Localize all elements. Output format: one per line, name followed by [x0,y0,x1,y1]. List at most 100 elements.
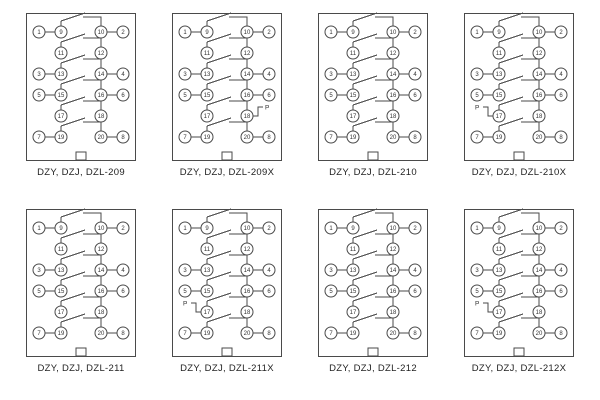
svg-text:19: 19 [58,135,65,141]
svg-text:7: 7 [183,135,187,141]
svg-text:8: 8 [559,331,563,337]
svg-text:P: P [475,301,479,308]
svg-text:20: 20 [244,135,251,141]
svg-text:4: 4 [121,268,125,274]
svg-text:18: 18 [536,114,543,120]
svg-text:13: 13 [204,72,211,78]
svg-text:9: 9 [497,30,501,36]
svg-text:5: 5 [475,93,479,99]
svg-text:14: 14 [98,72,105,78]
svg-text:10: 10 [98,30,105,36]
svg-text:16: 16 [98,93,105,99]
diagram-label-212x: DZY, DZJ, DZL-212X [471,363,567,374]
diagram-label-212: DZY, DZJ, DZL-212 [329,363,417,374]
svg-text:7: 7 [329,331,333,337]
svg-text:17: 17 [58,310,65,316]
svg-text:3: 3 [37,72,41,78]
svg-text:8: 8 [121,331,125,337]
svg-text:2: 2 [413,226,417,232]
svg-text:9: 9 [497,226,501,232]
svg-text:9: 9 [205,30,209,36]
svg-text:10: 10 [98,226,105,232]
diagram-label-209: DZY, DZJ, DZL-209 [37,167,125,178]
svg-text:2: 2 [559,30,563,36]
svg-text:12: 12 [98,247,105,253]
svg-text:2: 2 [121,30,125,36]
svg-text:10: 10 [390,30,397,36]
svg-text:P: P [183,301,187,308]
svg-text:15: 15 [350,289,357,295]
svg-text:12: 12 [390,51,397,57]
svg-text:1: 1 [329,30,333,36]
svg-text:17: 17 [496,310,503,316]
svg-text:4: 4 [413,268,417,274]
svg-text:16: 16 [390,289,397,295]
svg-text:20: 20 [390,135,397,141]
svg-text:9: 9 [351,30,355,36]
svg-text:10: 10 [536,226,543,232]
svg-text:6: 6 [413,93,417,99]
svg-text:14: 14 [390,268,397,274]
svg-text:20: 20 [244,331,251,337]
svg-text:16: 16 [536,93,543,99]
svg-text:3: 3 [329,72,333,78]
diagram-label-211x: DZY, DZJ, DZL-211X [180,363,274,374]
svg-text:9: 9 [59,226,63,232]
svg-text:P: P [265,105,269,112]
svg-text:2: 2 [121,226,125,232]
svg-text:11: 11 [350,51,357,57]
svg-text:8: 8 [413,135,417,141]
svg-text:6: 6 [559,289,563,295]
svg-text:8: 8 [121,135,125,141]
svg-text:1: 1 [475,30,479,36]
svg-text:11: 11 [58,51,65,57]
svg-text:12: 12 [244,51,251,57]
svg-text:18: 18 [390,310,397,316]
svg-text:4: 4 [267,72,271,78]
svg-text:7: 7 [37,135,41,141]
svg-text:9: 9 [59,30,63,36]
svg-text:11: 11 [350,247,357,253]
svg-text:11: 11 [496,51,503,57]
svg-text:10: 10 [244,30,251,36]
svg-text:19: 19 [496,135,503,141]
svg-text:7: 7 [37,331,41,337]
svg-text:14: 14 [244,72,251,78]
svg-text:5: 5 [37,289,41,295]
svg-text:17: 17 [204,114,211,120]
svg-text:13: 13 [496,268,503,274]
svg-text:6: 6 [559,93,563,99]
svg-text:7: 7 [475,135,479,141]
svg-text:1: 1 [329,226,333,232]
svg-text:3: 3 [475,268,479,274]
svg-text:13: 13 [350,72,357,78]
svg-text:17: 17 [350,114,357,120]
svg-text:19: 19 [58,331,65,337]
diagram-label-210x: DZY, DZJ, DZL-210X [471,167,567,178]
svg-text:P: P [475,105,479,112]
svg-text:18: 18 [244,310,251,316]
svg-text:16: 16 [244,93,251,99]
svg-text:6: 6 [413,289,417,295]
svg-text:19: 19 [496,331,503,337]
svg-text:2: 2 [267,30,271,36]
svg-text:12: 12 [536,247,543,253]
svg-text:19: 19 [204,135,211,141]
svg-text:1: 1 [183,226,187,232]
svg-text:5: 5 [183,93,187,99]
svg-text:15: 15 [204,93,211,99]
svg-text:12: 12 [244,247,251,253]
svg-text:5: 5 [37,93,41,99]
diagram-label-210: DZY, DZJ, DZL-210 [329,167,417,178]
svg-text:8: 8 [267,135,271,141]
svg-text:18: 18 [390,114,397,120]
svg-text:4: 4 [121,72,125,78]
diagram-label-209x: DZY, DZJ, DZL-209X [179,167,275,178]
